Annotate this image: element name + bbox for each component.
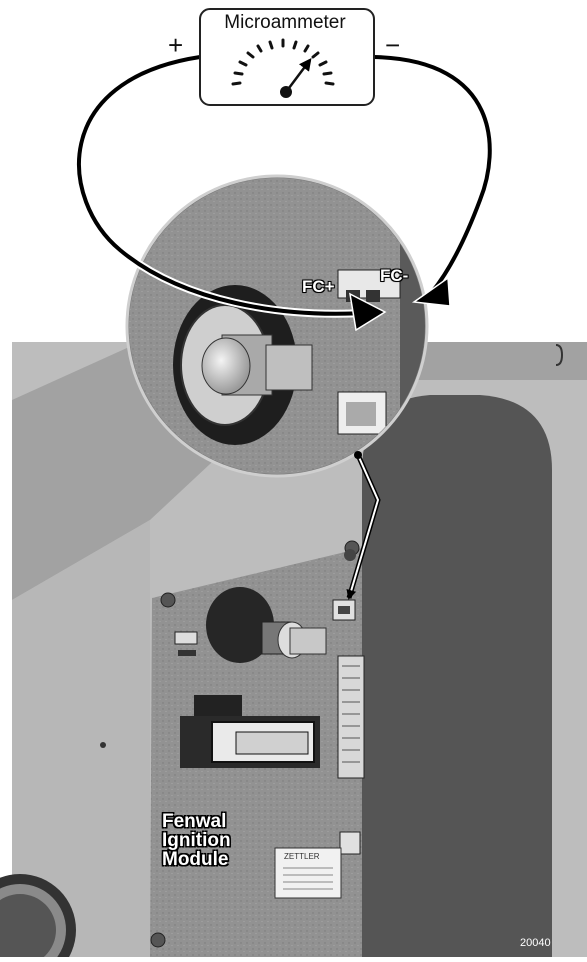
header-connector	[338, 656, 364, 778]
meter-title: Microammeter	[210, 12, 360, 34]
minus-sign: −	[385, 30, 400, 61]
plus-sign: +	[168, 30, 183, 61]
module-label-line3: Module	[162, 850, 231, 869]
dark-panel	[362, 395, 552, 957]
fc-positive-label: FC+	[302, 277, 335, 297]
ignition-module-board	[150, 541, 364, 957]
figure-number: 20040	[520, 937, 551, 949]
module-label-line2: Ignition	[162, 831, 231, 850]
fc-negative-label: FC-	[380, 266, 408, 286]
module-label: Fenwal Ignition Module	[162, 812, 231, 869]
module-label-line1: Fenwal	[162, 812, 231, 831]
meter-pivot	[280, 86, 292, 98]
relay-marking: ZETTLER	[284, 852, 320, 861]
